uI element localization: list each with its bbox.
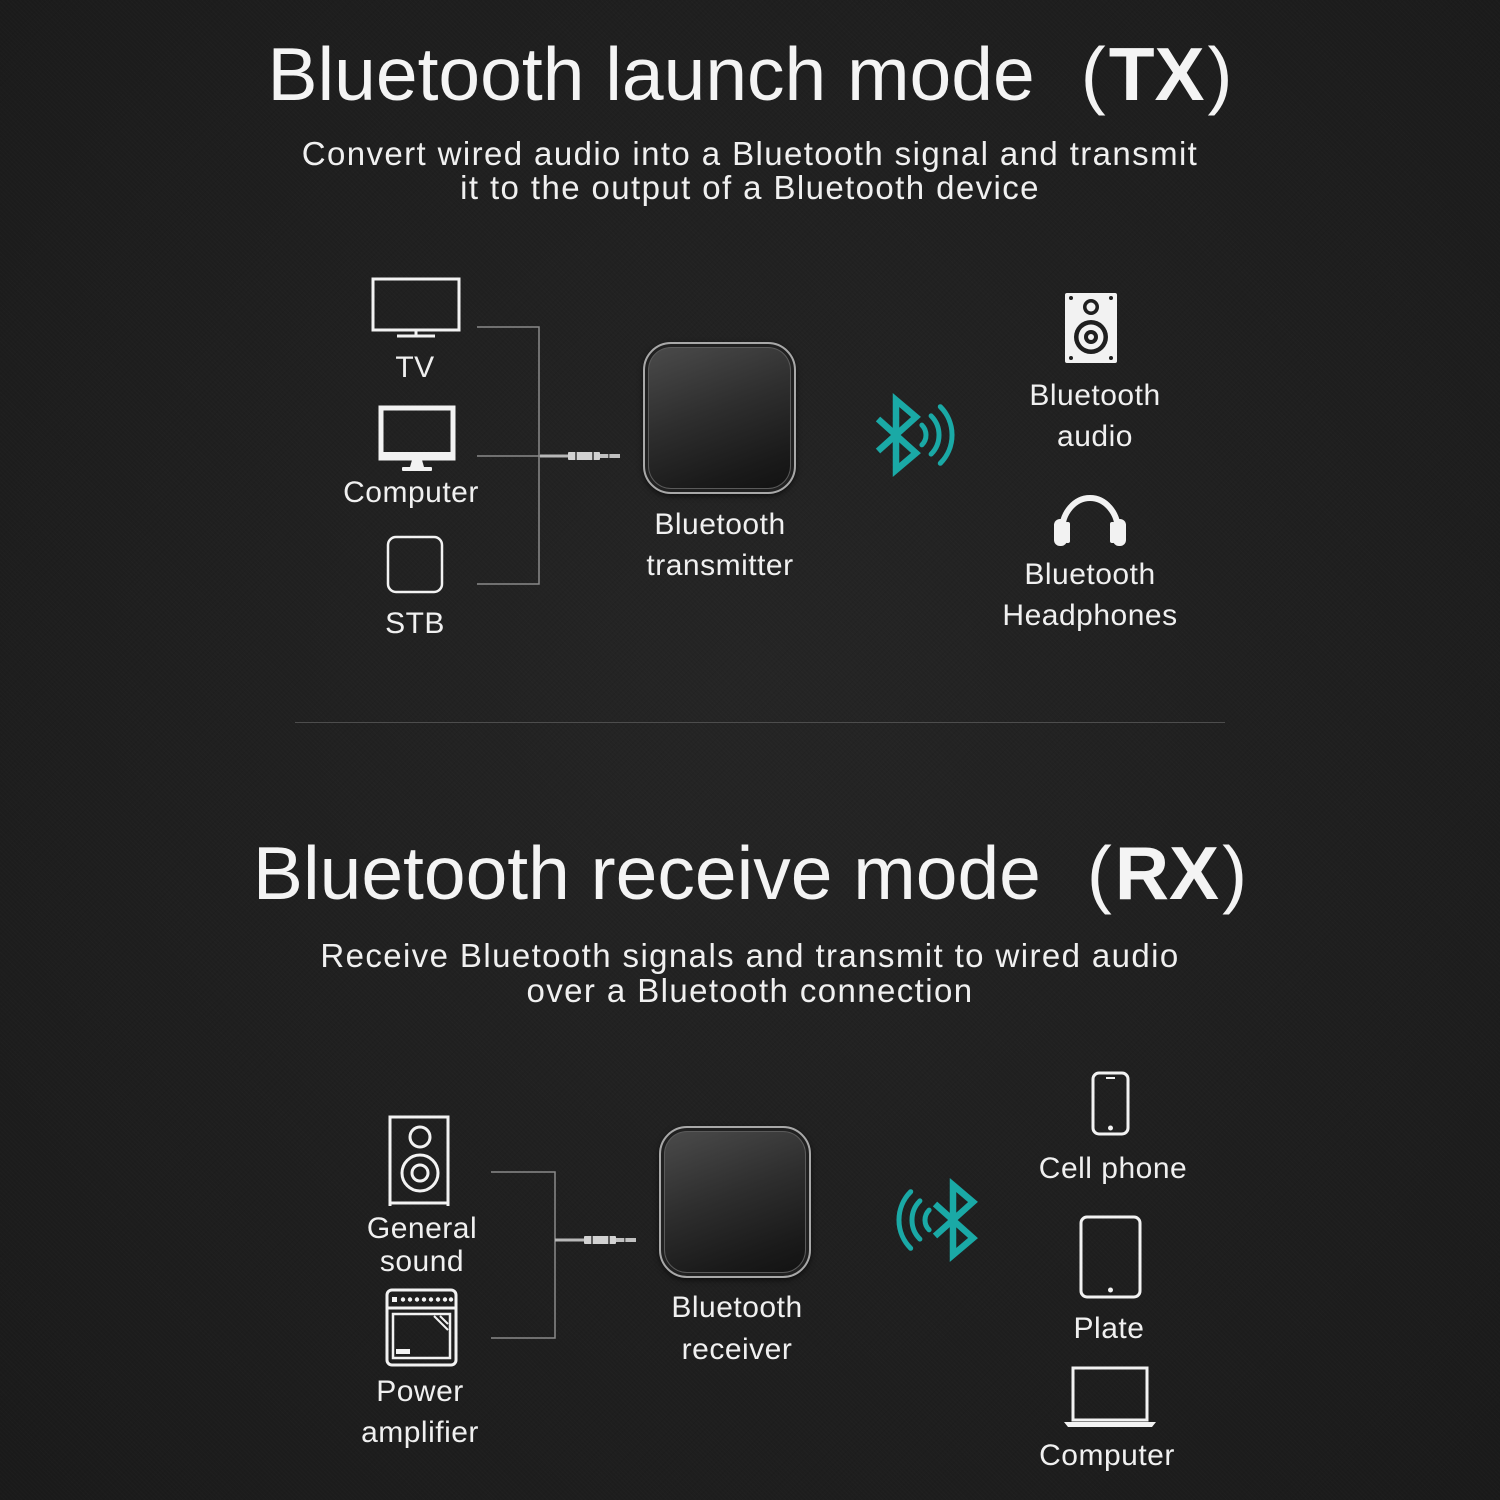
laptop-icon	[1064, 1366, 1156, 1427]
tx-title: Bluetooth launch mode ( TX )	[0, 37, 1500, 112]
tx-title-text: Bluetooth launch mode	[267, 32, 1035, 116]
rx-title-paren-open: (	[1086, 831, 1112, 915]
label-line: TV	[395, 350, 435, 384]
speaker-icon	[1065, 293, 1117, 363]
receiver-label: Bluetooth receiver	[607, 1287, 867, 1371]
bluetooth-audio-label: Bluetooth audio	[965, 375, 1225, 457]
computer-label: Computer	[281, 472, 541, 513]
laptop-computer-label: Computer	[977, 1435, 1237, 1476]
label-line: STB	[385, 606, 445, 640]
headphones-icon	[1054, 495, 1126, 546]
tv-label: TV	[285, 347, 545, 388]
tx-audio-jack	[540, 452, 620, 460]
speaker-outline-icon	[388, 1115, 450, 1206]
cell-phone-label: Cell phone	[983, 1148, 1243, 1189]
bluetooth-receive-icon	[896, 1177, 978, 1263]
rx-title: Bluetooth receive mode ( RX )	[0, 836, 1500, 911]
general-sound-label: General sound	[292, 1212, 552, 1278]
transmitter-label: Bluetooth transmitter	[590, 504, 850, 586]
tx-subtitle: Convert wired audio into a Bluetooth sig…	[0, 137, 1500, 205]
label-line: Bluetooth	[654, 507, 786, 541]
rx-subtitle: Receive Bluetooth signals and transmit t…	[0, 938, 1500, 1008]
bluetooth-transmitter-device	[643, 342, 796, 494]
label-line: Plate	[1073, 1311, 1145, 1345]
tv-icon	[371, 277, 461, 338]
label-line: Bluetooth	[1024, 557, 1156, 591]
label-line: amplifier	[361, 1415, 479, 1449]
rx-mode-code: RX	[1114, 831, 1220, 915]
rx-subtitle-line: over a Bluetooth connection	[526, 972, 974, 1009]
label-line: Computer	[343, 475, 479, 509]
power-amplifier-label: Power amplifier	[290, 1371, 550, 1453]
bluetooth-receiver-device	[659, 1126, 811, 1278]
power-amplifier-icon	[385, 1288, 458, 1367]
label-line: Bluetooth	[671, 1291, 803, 1324]
tx-title-paren-open: (	[1080, 32, 1106, 116]
label-line: Bluetooth	[1029, 378, 1161, 412]
label-line: Headphones	[1002, 598, 1178, 632]
label-line: transmitter	[646, 548, 794, 582]
tablet-icon	[1079, 1215, 1142, 1299]
label-line: audio	[1057, 419, 1133, 453]
computer-monitor-icon	[378, 405, 456, 471]
bluetooth-transmit-icon	[875, 392, 955, 478]
label-line: Power	[376, 1374, 464, 1408]
tx-title-paren-close: )	[1207, 32, 1233, 116]
label-line: sound	[379, 1244, 465, 1278]
plate-label: Plate	[979, 1308, 1239, 1349]
rx-title-text: Bluetooth receive mode	[252, 831, 1041, 915]
rx-audio-jack	[555, 1236, 636, 1244]
label-line: Computer	[1039, 1438, 1175, 1472]
tx-subtitle-line: Convert wired audio into a Bluetooth sig…	[301, 135, 1199, 172]
set-top-box-icon	[386, 535, 444, 594]
tx-mode-code: TX	[1108, 32, 1205, 116]
bluetooth-headphones-label: Bluetooth Headphones	[960, 554, 1220, 636]
tx-subtitle-line: it to the output of a Bluetooth device	[460, 169, 1040, 206]
label-line: receiver	[681, 1333, 793, 1366]
rx-subtitle-line: Receive Bluetooth signals and transmit t…	[320, 937, 1180, 974]
cell-phone-icon	[1091, 1071, 1130, 1136]
label-line: Cell phone	[1038, 1151, 1188, 1185]
label-line: General	[366, 1211, 478, 1245]
stb-label: STB	[285, 603, 545, 644]
section-divider	[295, 722, 1225, 723]
rx-title-paren-close: )	[1222, 831, 1248, 915]
